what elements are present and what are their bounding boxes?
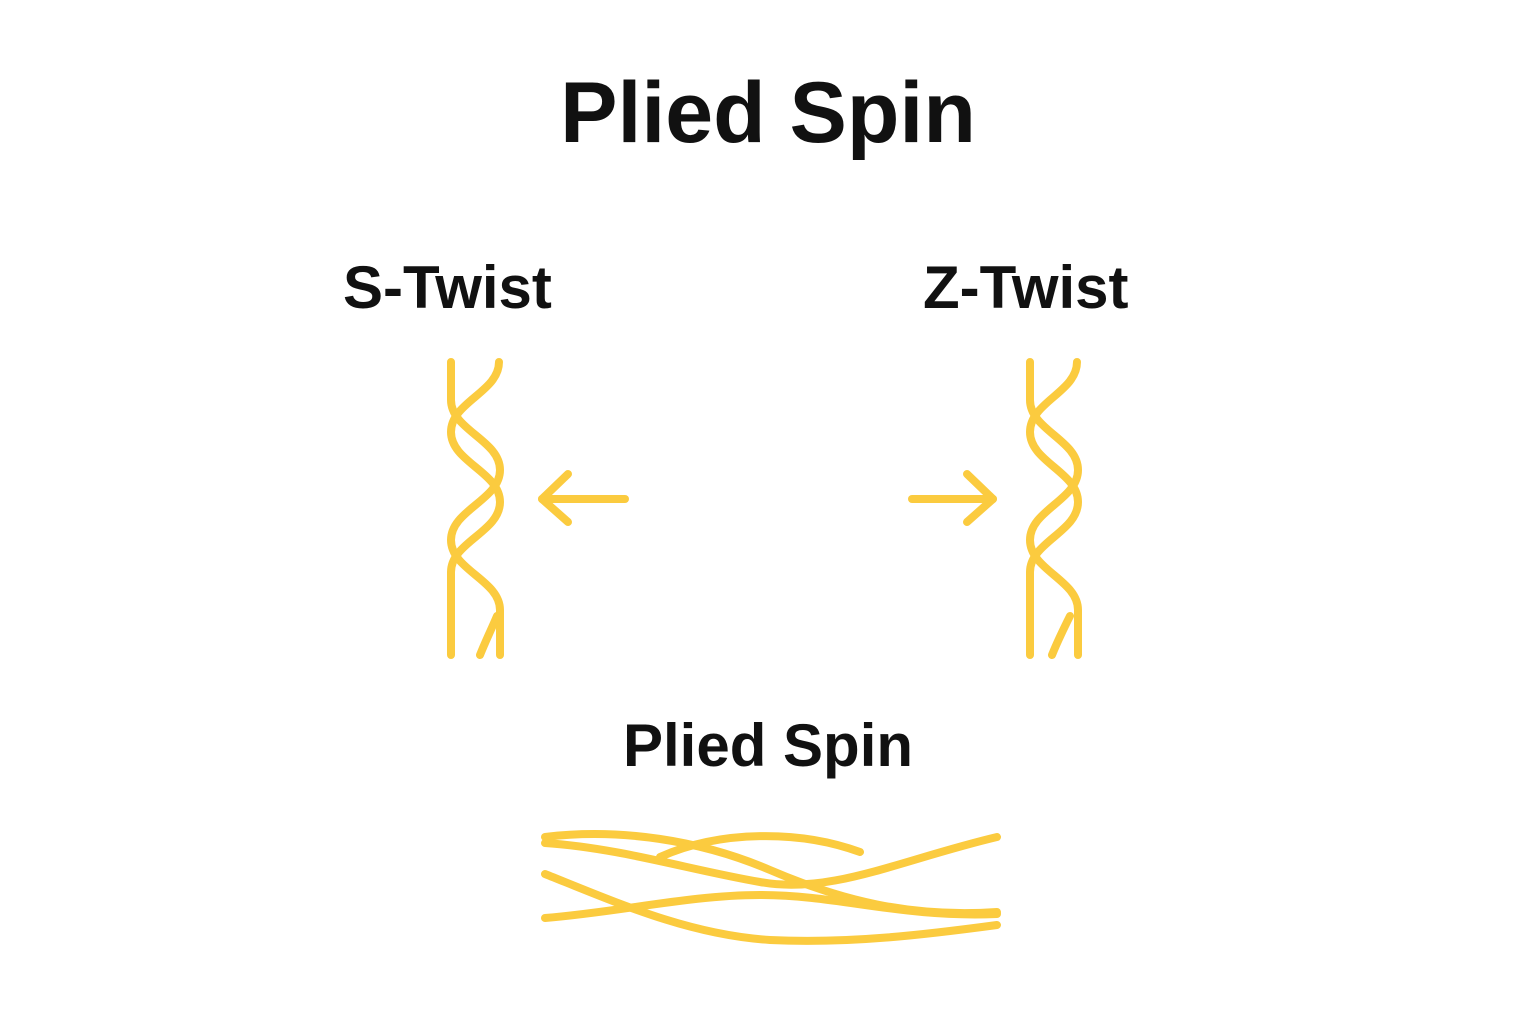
z-twist-yarn [1025,358,1082,659]
s-twist-yarn [446,358,504,659]
plied-spin-label: Plied Spin [622,712,914,779]
z-twist-label: Z-Twist [923,254,1129,321]
s-twist-label: S-Twist [343,254,552,321]
arrow-right-icon [908,470,997,526]
arrow-left-icon [538,470,629,526]
page-title: Plied Spin [560,65,976,161]
plied-yarn [541,830,1001,945]
